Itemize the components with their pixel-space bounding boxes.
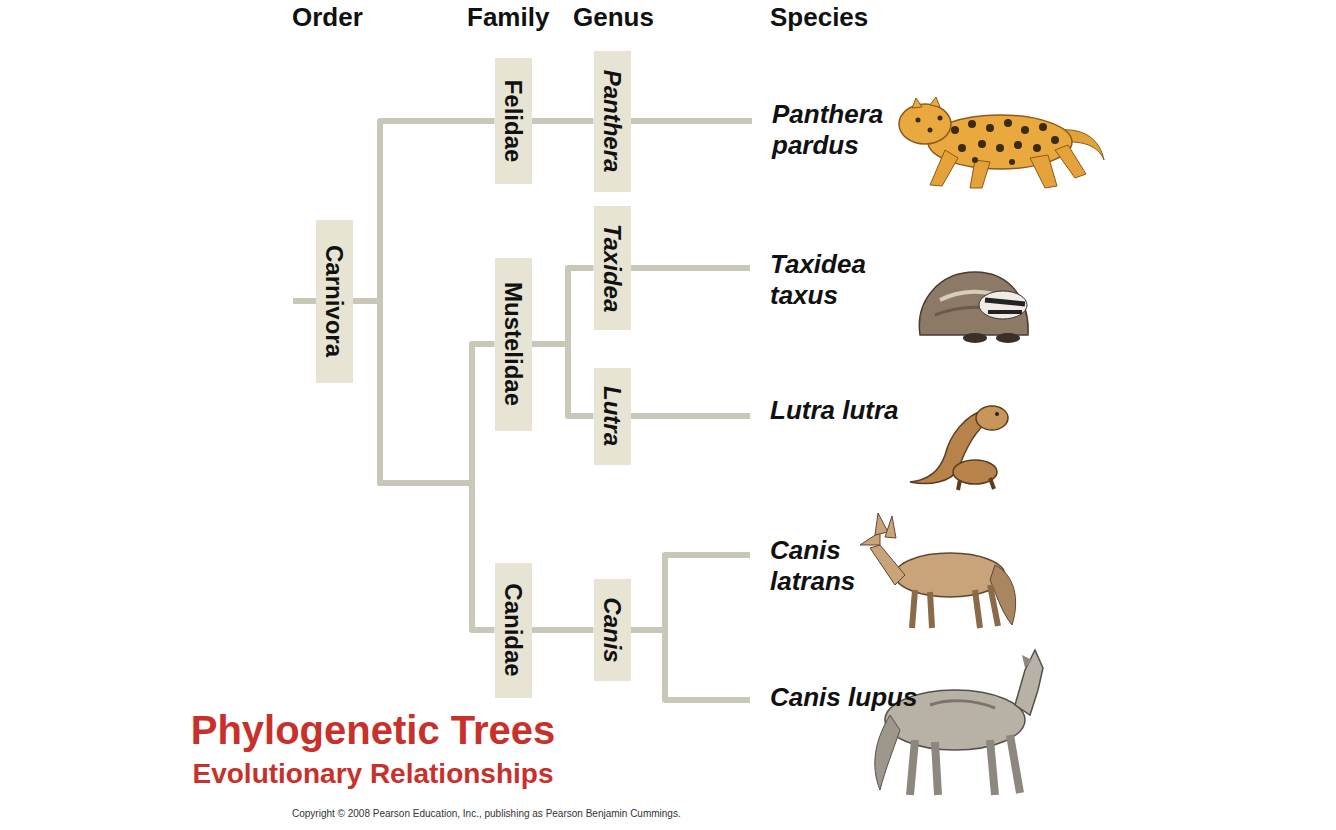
rank-header: Genus xyxy=(573,2,654,33)
family-box: Canidae xyxy=(495,563,532,698)
genus-box: Lutra xyxy=(594,368,631,465)
tree-branch xyxy=(532,268,594,344)
species-name: Canis latrans xyxy=(770,535,930,597)
rank-header: Order xyxy=(292,2,363,33)
rank-name: Canidae xyxy=(501,583,525,676)
rank-header: Species xyxy=(770,2,868,33)
family-box: Mustelidae xyxy=(495,258,532,431)
badger-figure xyxy=(919,272,1028,343)
species-branch xyxy=(631,630,751,700)
species-name: Panthera pardus xyxy=(772,99,932,161)
rank-name: Felidae xyxy=(501,80,525,163)
diagram-title: Phylogenetic Trees xyxy=(0,707,746,753)
rank-name: Carnivora xyxy=(322,245,346,357)
otter-figure xyxy=(910,406,1008,490)
rank-header: Family xyxy=(467,2,549,33)
species-name: Canis lupus xyxy=(770,682,930,713)
tree-branch xyxy=(532,118,594,124)
rank-name: Canis xyxy=(600,597,624,662)
species-branch xyxy=(631,118,753,124)
rank-name: Lutra xyxy=(600,386,624,446)
coyote-figure xyxy=(860,513,1016,628)
rank-name: Panthera xyxy=(600,70,624,173)
species-name: Lutra lutra xyxy=(770,395,945,426)
root-stem xyxy=(293,298,318,304)
family-box: Felidae xyxy=(495,58,532,184)
genus-box: Canis xyxy=(594,579,631,681)
tree-branch xyxy=(532,344,594,416)
genus-box: Panthera xyxy=(594,51,631,192)
genus-box: Taxidea xyxy=(594,206,631,330)
subtitle: Evolutionary Relationships xyxy=(0,757,746,791)
species-branch xyxy=(631,265,751,271)
tree-branch xyxy=(353,121,495,301)
tree-branch xyxy=(353,301,495,483)
species-branch xyxy=(631,555,751,630)
species-name: Taxidea taxus xyxy=(770,249,930,311)
leopard-figure xyxy=(899,97,1104,188)
wolf-figure xyxy=(875,650,1043,795)
copyright-note: Copyright © 2008 Pearson Education, Inc.… xyxy=(292,808,681,820)
species-branch xyxy=(631,413,751,419)
rank-name: Mustelidae xyxy=(501,282,525,406)
tree-branch xyxy=(353,301,495,630)
order-box: Carnivora xyxy=(316,220,353,383)
tree-branch xyxy=(532,627,594,633)
rank-name: Taxidea xyxy=(600,224,624,313)
